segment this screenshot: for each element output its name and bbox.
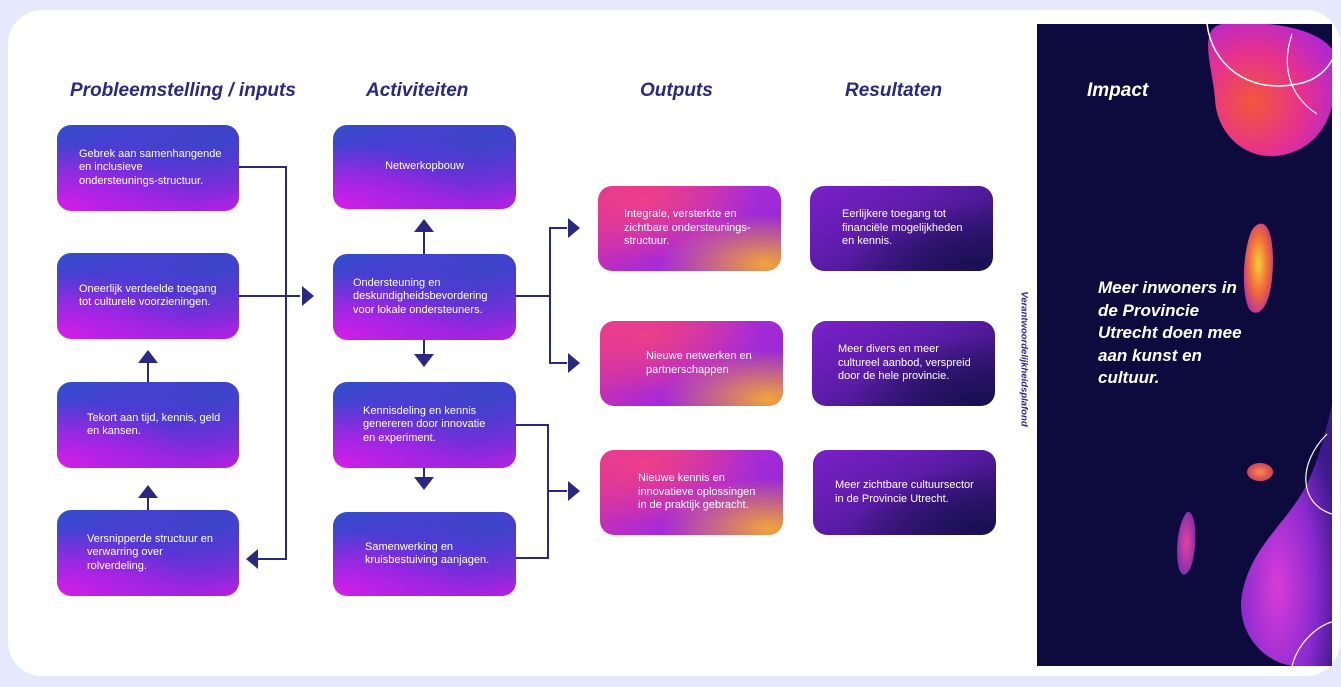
output-box: Integrale, versterkte en zichtbare onder… (598, 186, 781, 271)
responsibility-ceiling-label: Verantwoordelijkheidsplafond (1018, 291, 1030, 427)
activity-box: Samenwerking en kruisbestuiving aanjagen… (333, 512, 516, 596)
activity-box: Ondersteuning en deskundigheidsbevorderi… (333, 254, 516, 340)
result-text: Meer divers en meer cultureel aanbod, ve… (838, 343, 971, 383)
problem-text: Oneerlijk verdeelde toegang tot culturel… (79, 282, 217, 309)
result-text: Eerlijkere toegang tot financiële mogeli… (842, 208, 963, 248)
problem-box: Tekort aan tijd, kennis, geld en kansen. (57, 382, 239, 468)
heading-outputs: Outputs (640, 80, 713, 101)
activity-box: Kennisdeling en kennis genereren door in… (333, 382, 516, 468)
problem-box: Oneerlijk verdeelde toegang tot culturel… (57, 253, 239, 339)
result-text: Meer zichtbare cultuursector in de Provi… (835, 479, 974, 505)
output-text: Nieuwe kennis en innovatieve oplossingen… (638, 472, 756, 512)
impact-panel (1037, 24, 1332, 666)
problem-text: Tekort aan tijd, kennis, geld en kansen. (87, 411, 221, 438)
blob-top (1208, 24, 1332, 157)
output-text: Integrale, versterkte en zichtbare onder… (624, 208, 751, 248)
activity-text: Kennisdeling en kennis genereren door in… (363, 404, 486, 444)
blob-yellow (1243, 223, 1273, 313)
swirl-line-bottom (1305, 433, 1332, 515)
activity-text: Ondersteuning en deskundigheidsbevorderi… (353, 276, 488, 316)
swirl-line-top (1206, 24, 1332, 87)
activity-text: Samenwerking en kruisbestuiving aanjagen… (365, 540, 490, 567)
activity-text: Netwerkopbouw (385, 160, 464, 173)
heading-problems: Probleemstelling / inputs (70, 80, 296, 101)
problem-box: Gebrek aan samenhangende en inclusieve o… (57, 125, 239, 211)
impact-statement: Meer inwoners in de Provincie Utrecht do… (1098, 278, 1242, 387)
impact-decoration (1177, 24, 1332, 666)
blob-large-purple (1241, 404, 1332, 666)
blob-small-pink (1177, 511, 1196, 575)
output-box: Nieuwe kennis en innovatieve oplossingen… (600, 450, 783, 535)
heading-impact: Impact (1087, 80, 1149, 101)
problem-text: Gebrek aan samenhangende en inclusieve o… (79, 147, 222, 187)
result-box: Meer zichtbare cultuursector in de Provi… (813, 450, 996, 535)
problem-text: Versnipperde structuur en verwarring ove… (87, 532, 213, 572)
output-box: Nieuwe netwerken en partnerschappen (600, 321, 783, 406)
result-box: Eerlijkere toegang tot financiële mogeli… (810, 186, 993, 271)
heading-activities: Activiteiten (366, 80, 469, 101)
output-text: Nieuwe netwerken en partnerschappen (646, 350, 752, 376)
problem-box: Versnipperde structuur en verwarring ove… (57, 510, 239, 596)
result-box: Meer divers en meer cultureel aanbod, ve… (812, 321, 995, 406)
swirl-line-top-2 (1286, 33, 1318, 115)
swirl-line-bottom-2 (1291, 621, 1332, 666)
blob-small-orange (1247, 463, 1273, 481)
heading-results: Resultaten (845, 80, 943, 101)
activity-box: Netwerkopbouw (333, 125, 516, 209)
